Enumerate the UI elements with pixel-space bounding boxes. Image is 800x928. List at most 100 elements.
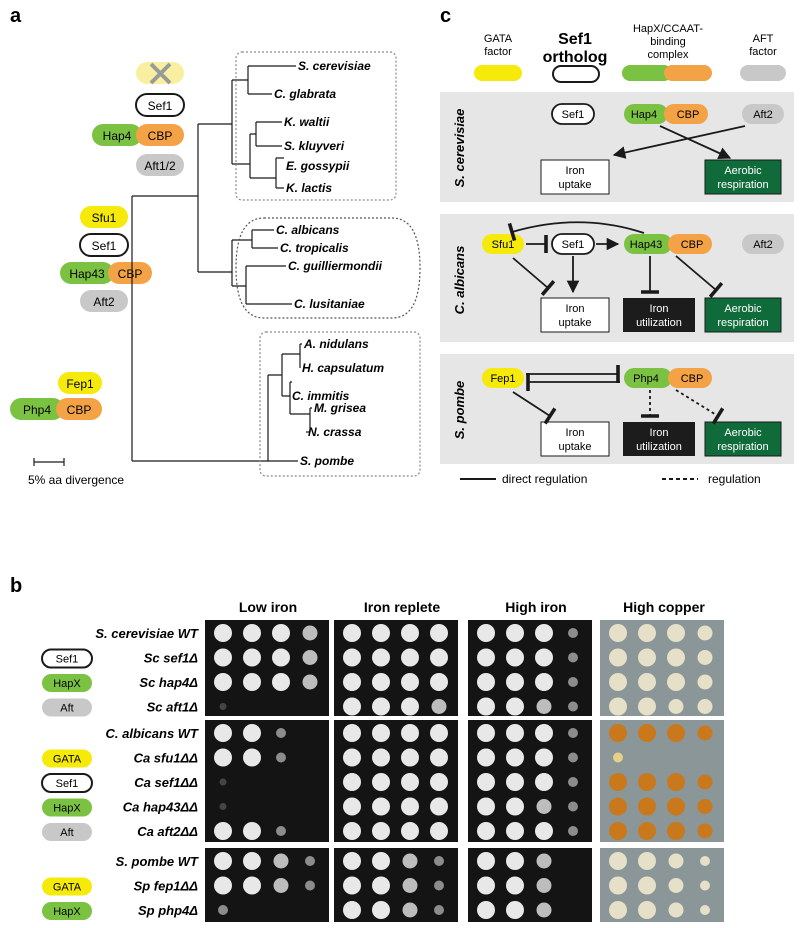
yeast-spot [697, 725, 713, 741]
yeast-spot [372, 697, 390, 716]
output-iron-utilization [623, 422, 695, 456]
yeast-spot [243, 724, 261, 742]
yeast-spot [638, 822, 656, 840]
yeast-spot [613, 752, 623, 763]
yeast-spot [372, 797, 390, 816]
strain-tag-label: HapX [53, 906, 81, 918]
yeast-spot [243, 648, 261, 667]
yeast-spot [697, 650, 713, 665]
legend-aft-line2: factor [749, 46, 777, 58]
yeast-spot [667, 822, 685, 840]
species-label: C. immitis [292, 389, 350, 403]
yeast-spot [638, 797, 656, 816]
yeast-spot [697, 674, 713, 690]
legend-gata-swatch [474, 65, 522, 81]
yeast-spot [214, 876, 232, 895]
tree-node [281, 353, 300, 397]
yeast-spot [535, 624, 553, 642]
row-species-label: S. pombe [452, 381, 467, 440]
strain-tag-label: Aft [60, 827, 73, 839]
edge-php4-represses-respiration [675, 389, 725, 425]
legend-gata-line2: factor [484, 46, 512, 58]
yeast-spot [697, 774, 713, 790]
yeast-spot [536, 878, 552, 893]
yeast-spot [477, 724, 495, 742]
legend-aft-line1: AFT [753, 33, 774, 45]
yeast-spot [477, 797, 495, 816]
yeast-spot [697, 625, 713, 641]
yeast-spot [401, 748, 419, 767]
yeast-spot [477, 852, 495, 870]
yeast-spot [700, 856, 710, 866]
arrow-aft2-to-uptake [612, 125, 746, 159]
regulation-box-s-pombe: S. pombe Fep1 Php4 CBP Iron uptake Iron … [440, 354, 794, 464]
legend-sef1-swatch [552, 65, 600, 83]
legend: GATA factor Sef1 ortholog HapX/CCAAT- bi… [474, 23, 786, 83]
yeast-spot [506, 901, 524, 919]
yeast-spot [401, 773, 419, 791]
yeast-spot [434, 880, 444, 891]
strain-label: Ca sfu1ΔΔ [134, 751, 199, 766]
yeast-spot [536, 853, 552, 869]
panel-c: c GATA factor Sef1 ortholog HapX/CCAAT- … [440, 5, 794, 486]
species-labels: S. cerevisiae C. glabrata K. waltii S. k… [274, 59, 384, 468]
strain-label: Sc aft1Δ [147, 700, 199, 715]
strain-tag-label: Aft [60, 703, 73, 715]
yeast-spot [568, 728, 578, 738]
regulatory-edges [512, 365, 725, 425]
species-label: S. pombe [300, 454, 354, 468]
output-label: respiration [717, 179, 768, 191]
species-label: H. capsulatum [302, 361, 384, 375]
yeast-spot [568, 826, 578, 836]
yeast-spot [477, 901, 495, 919]
strain-tag-pill [42, 798, 92, 817]
yeast-spot [343, 673, 361, 691]
yeast-spot [667, 673, 685, 691]
pill-hap43 [60, 262, 114, 284]
yeast-spot [430, 797, 448, 816]
node-sfu1-label: Sfu1 [492, 239, 515, 251]
output-label: utilization [636, 317, 682, 329]
species-label: C. tropicalis [280, 241, 349, 255]
yeast-spot [638, 724, 656, 742]
pill-cbp-a3-label: CBP [67, 403, 92, 417]
pill-sfu1 [80, 206, 128, 228]
pill-fep1-a [58, 372, 102, 394]
absent-gata-pill [136, 62, 184, 85]
yeast-spot [535, 724, 553, 742]
strain-tag-label: GATA [53, 754, 82, 766]
yeast-spot [609, 624, 627, 642]
yeast-spot [477, 822, 495, 840]
yeast-spot [668, 878, 684, 893]
yeast-spot [302, 625, 318, 641]
yeast-spot [243, 673, 261, 691]
node-cbp [668, 234, 712, 254]
strain-label: Sp php4Δ [138, 903, 198, 918]
pill-hap43-label: Hap43 [69, 267, 105, 281]
strain-tag-label: Sef1 [56, 778, 79, 790]
output-label: uptake [558, 317, 591, 329]
yeast-spot [609, 876, 627, 895]
yeast-spot [506, 673, 524, 691]
yeast-spot [668, 699, 684, 714]
node-sef1 [551, 103, 595, 125]
yeast-spot [536, 699, 552, 714]
yeast-spot [372, 773, 390, 791]
pill-sfu1-label: Sfu1 [92, 211, 117, 225]
yeast-spot [372, 822, 390, 840]
panel-a: a Sef1 Hap4 CBP Aft1/2 Sfu1 Sef1 Hap43 C… [10, 5, 421, 487]
yeast-spot [272, 624, 290, 642]
yeast-spot [506, 648, 524, 667]
condition-header: High copper [623, 599, 705, 615]
yeast-spot [568, 752, 578, 763]
panel-b-letter: b [10, 575, 22, 597]
yeast-spot [477, 748, 495, 767]
yeast-spot [302, 650, 318, 665]
yeast-spot [243, 624, 261, 642]
strain-label: Ca aft2ΔΔ [137, 824, 198, 839]
yeast-spot [372, 852, 390, 870]
species-label: M. grisea [314, 401, 366, 415]
node-hap43-label: Hap43 [630, 239, 662, 251]
strain-tag-pill [42, 749, 92, 768]
node-sef1 [551, 233, 595, 255]
